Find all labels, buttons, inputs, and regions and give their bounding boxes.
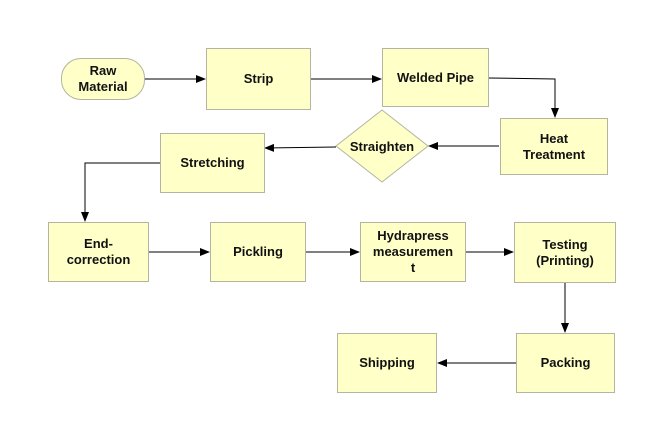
node-welded-pipe: Welded Pipe	[382, 48, 489, 107]
node-hydrapress-measurement: Hydrapress measuremen t	[360, 222, 466, 282]
node-end-correction: End- correction	[48, 222, 149, 282]
node-packing-label: Packing	[540, 355, 591, 370]
node-strip-label: Strip	[243, 71, 274, 86]
node-welded-pipe-label: Welded Pipe	[396, 69, 475, 85]
node-raw-material-label: Raw Material	[78, 63, 128, 94]
node-strip: Strip	[206, 48, 311, 110]
node-shipping: Shipping	[337, 333, 437, 393]
node-hydrapress-label: Hydrapress measuremen t	[372, 228, 454, 275]
arrow-straighten-to-stretching	[264, 143, 337, 152]
node-shipping-label: Shipping	[359, 355, 415, 370]
node-stretching: Stretching	[160, 133, 265, 193]
node-stretching-label: Stretching	[180, 155, 245, 170]
node-testing-printing: Testing (Printing)	[514, 222, 616, 283]
node-straighten: Straighten	[336, 132, 428, 160]
arrow-stretching-to-endcorrection	[81, 162, 160, 222]
node-pickling: Pickling	[210, 222, 306, 282]
node-heat-treatment-label: Heat Treatment	[522, 130, 586, 162]
node-straighten-label: Straighten	[349, 138, 415, 154]
node-testing-label: Testing (Printing)	[536, 236, 594, 268]
node-raw-material: Raw Material	[61, 58, 145, 100]
node-heat-treatment: Heat Treatment	[500, 118, 608, 175]
node-pickling-label: Pickling	[233, 244, 283, 259]
node-end-correction-label: End- correction	[66, 236, 131, 267]
straighten-diamond-shape	[335, 109, 429, 183]
arrow-welded-to-heat	[488, 77, 559, 118]
node-packing: Packing	[516, 333, 615, 393]
